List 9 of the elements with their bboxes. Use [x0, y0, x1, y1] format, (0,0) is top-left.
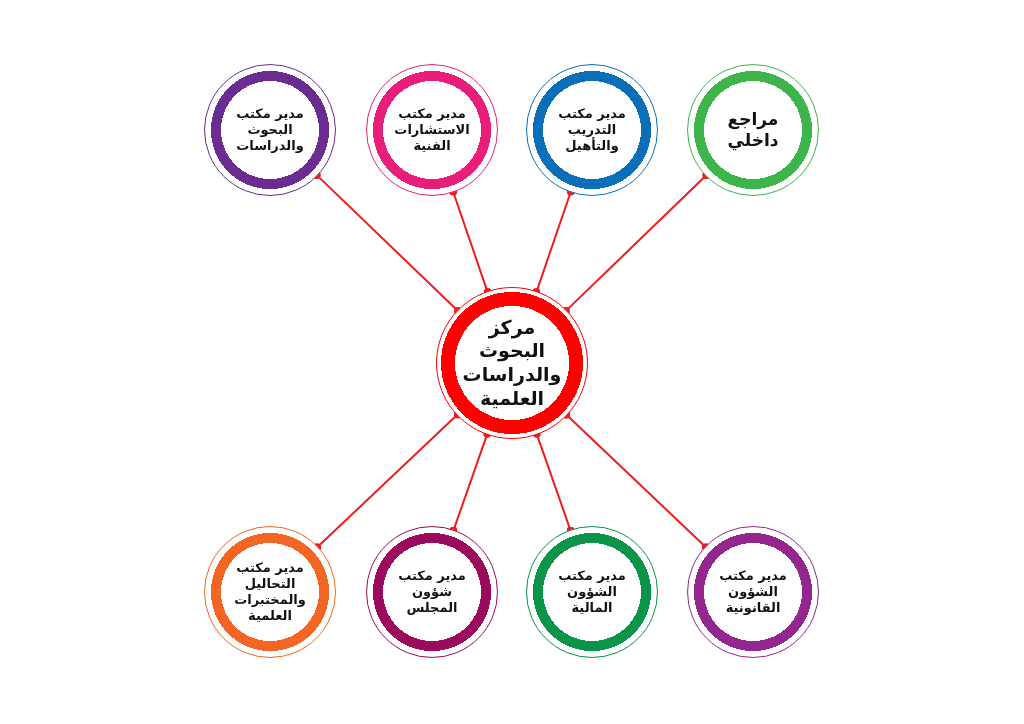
role-circle: مدير مكتب التدريب والتأهيل: [526, 64, 658, 196]
role-circle: مدير مكتب البحوث والدراسات: [204, 64, 336, 196]
role-circle: مدير مكتب الشؤون المالية: [526, 526, 658, 658]
role-circle: مدير مكتب التحاليل والمختبرات العلمية: [204, 526, 336, 658]
role-circle: مراجع داخلي: [687, 64, 819, 196]
role-circle: مدير مكتب الشؤون القانونية: [687, 526, 819, 658]
role-circle: مدير مكتب شؤون المجلس: [366, 526, 498, 658]
role-circle: مدير مكتب الاستشارات الفنية: [366, 64, 498, 196]
center-circle: مركز البحوث والدراسات العلمية: [436, 287, 588, 439]
